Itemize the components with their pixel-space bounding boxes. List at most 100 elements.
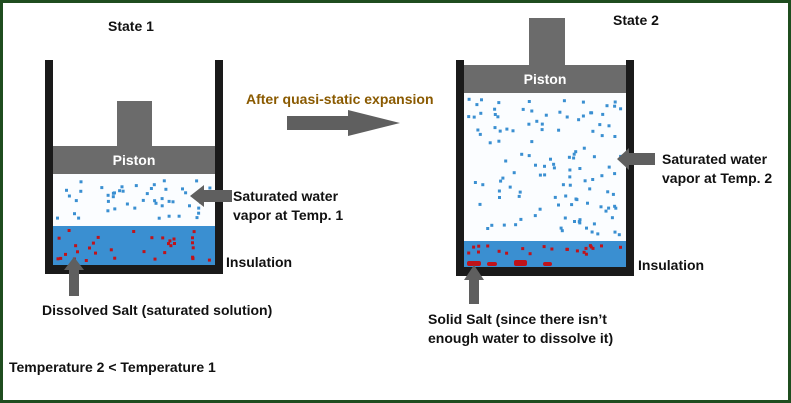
state2-piston-label: Piston bbox=[523, 71, 567, 87]
dissolved-salt-particle bbox=[132, 230, 136, 233]
dissolved-salt-particle bbox=[542, 245, 546, 249]
vapor-particle bbox=[162, 179, 166, 183]
vapor-particle bbox=[540, 128, 544, 132]
vapor-particle bbox=[564, 194, 568, 198]
state1-salt-label: Dissolved Salt (saturated solution) bbox=[42, 302, 273, 318]
vapor-particle bbox=[154, 201, 158, 205]
state1-salt-pointer-arrow bbox=[64, 257, 84, 296]
vapor-particle bbox=[585, 226, 588, 230]
vapor-particle bbox=[582, 146, 586, 150]
dissolved-salt-particle bbox=[472, 245, 476, 249]
state2-vapor-dots bbox=[467, 97, 623, 237]
vapor-particle bbox=[149, 187, 153, 190]
vapor-particle bbox=[145, 192, 149, 196]
vapor-particle bbox=[586, 201, 589, 205]
vapor-particle bbox=[493, 126, 497, 130]
vapor-particle bbox=[577, 118, 581, 122]
state1-title: State 1 bbox=[108, 18, 154, 34]
dissolved-salt-particle bbox=[84, 259, 88, 262]
dissolved-salt-particle bbox=[584, 246, 588, 250]
vapor-particle bbox=[473, 181, 477, 184]
vapor-particle bbox=[497, 139, 501, 143]
vapor-particle bbox=[181, 187, 184, 191]
vapor-particle bbox=[208, 186, 212, 190]
vapor-particle bbox=[133, 206, 137, 210]
solid-salt-clump bbox=[514, 260, 527, 266]
vapor-particle bbox=[588, 187, 592, 191]
vapor-particle bbox=[613, 135, 617, 138]
vapor-particle bbox=[517, 194, 521, 198]
vapor-particle bbox=[619, 107, 623, 111]
vapor-particle bbox=[613, 172, 617, 176]
dissolved-salt-particle bbox=[588, 244, 592, 248]
state2-wall-left bbox=[456, 60, 464, 276]
vapor-particle bbox=[493, 113, 497, 116]
vapor-particle bbox=[499, 179, 503, 183]
dissolved-salt-particle bbox=[582, 250, 586, 254]
dissolved-salt-particle bbox=[88, 246, 91, 250]
vapor-particle bbox=[519, 217, 523, 221]
vapor-particle bbox=[195, 216, 199, 220]
vapor-particle bbox=[574, 150, 578, 154]
vapor-particle bbox=[504, 159, 508, 163]
dissolved-salt-particle bbox=[192, 230, 196, 234]
vapor-particle bbox=[164, 187, 168, 191]
dissolved-salt-particle bbox=[550, 247, 554, 251]
dissolved-salt-particle bbox=[191, 236, 194, 240]
dissolved-salt-particle bbox=[565, 247, 569, 251]
vapor-particle bbox=[607, 124, 611, 128]
vapor-particle bbox=[118, 189, 122, 193]
vapor-particle bbox=[553, 195, 557, 199]
dissolved-salt-particle bbox=[191, 255, 195, 259]
dissolved-salt-particle bbox=[163, 251, 167, 255]
state2-piston-rod bbox=[529, 18, 565, 65]
vapor-particle bbox=[100, 186, 104, 190]
dissolved-salt-particle bbox=[64, 252, 67, 256]
vapor-particle bbox=[563, 216, 567, 220]
vapor-particle bbox=[527, 154, 531, 158]
vapor-particle bbox=[538, 207, 542, 211]
vapor-particle bbox=[508, 185, 512, 189]
state1-cylinder bbox=[45, 60, 223, 274]
dissolved-salt-particle bbox=[56, 257, 60, 261]
vapor-particle bbox=[591, 129, 595, 133]
dissolved-salt-particle bbox=[207, 258, 211, 262]
dissolved-salt-particle bbox=[600, 244, 603, 248]
vapor-particle bbox=[600, 174, 604, 178]
vapor-particle bbox=[592, 155, 596, 159]
vapor-particle bbox=[581, 114, 585, 118]
vapor-particle bbox=[478, 202, 482, 206]
vapor-particle bbox=[497, 101, 501, 105]
vapor-particle bbox=[141, 198, 145, 202]
vapor-particle bbox=[67, 194, 71, 198]
dissolved-salt-particle bbox=[584, 252, 588, 256]
state1-insulation-label: Insulation bbox=[226, 254, 293, 270]
vapor-particle bbox=[184, 191, 188, 195]
vapor-particle bbox=[590, 111, 594, 115]
vapor-particle bbox=[605, 104, 609, 108]
vapor-particle bbox=[505, 127, 509, 131]
state2-salt-label-line2: enough water to dissolve it) bbox=[428, 330, 614, 346]
vapor-particle bbox=[113, 207, 117, 211]
vapor-particle bbox=[501, 176, 505, 180]
state2-salt-pointer-arrow bbox=[464, 265, 484, 304]
vapor-particle bbox=[498, 196, 501, 199]
vapor-particle bbox=[543, 173, 547, 177]
vapor-particle bbox=[480, 98, 483, 102]
vapor-particle bbox=[79, 189, 83, 193]
vapor-particle bbox=[574, 197, 578, 201]
state2-piston-head bbox=[464, 65, 626, 93]
vapor-particle bbox=[73, 212, 76, 216]
state2-wall-bottom bbox=[456, 267, 634, 276]
vapor-particle bbox=[472, 115, 476, 119]
dissolved-salt-particle bbox=[173, 242, 176, 245]
dissolved-salt-particle bbox=[153, 257, 157, 261]
vapor-particle bbox=[572, 152, 576, 156]
state1-piston-label: Piston bbox=[112, 152, 156, 168]
vapor-particle bbox=[592, 222, 596, 226]
state1-wall-bottom bbox=[45, 265, 223, 274]
dissolved-salt-particle bbox=[57, 236, 61, 240]
vapor-particle bbox=[614, 206, 618, 210]
state1-vapor-label-line1: Saturated water bbox=[233, 188, 339, 204]
dissolved-salt-particle bbox=[109, 248, 113, 252]
